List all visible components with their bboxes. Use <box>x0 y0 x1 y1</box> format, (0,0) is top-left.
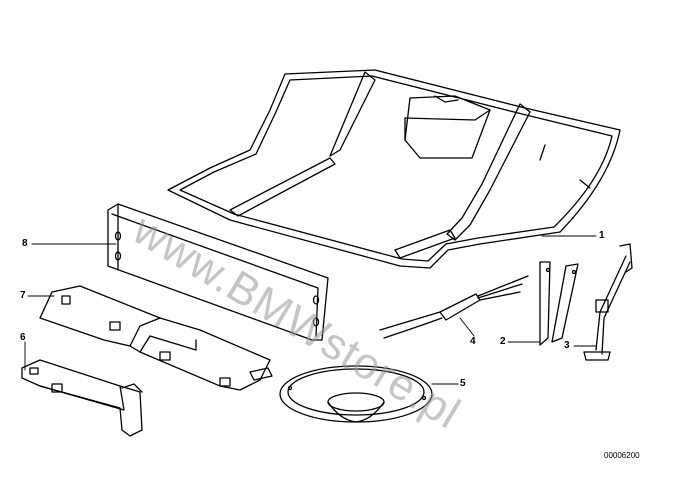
callout-2: 2 <box>500 336 506 347</box>
part-support-arm <box>583 243 633 361</box>
part-code: 00006200 <box>604 451 640 460</box>
part-bracket <box>539 261 579 346</box>
callout-6: 6 <box>20 332 26 343</box>
leader-lines <box>24 235 597 385</box>
part-lower-bracket <box>21 359 143 437</box>
callout-8: 8 <box>22 238 28 249</box>
callout-4: 4 <box>470 336 476 347</box>
callout-1: 1 <box>599 230 605 241</box>
part-speaker <box>279 365 433 423</box>
callout-3: 3 <box>564 340 570 351</box>
part-shelf <box>167 69 621 269</box>
callout-5: 5 <box>460 378 466 389</box>
part-cable <box>379 275 529 339</box>
part-panel <box>107 203 329 341</box>
callout-7: 7 <box>20 290 26 301</box>
part-upper-bracket <box>39 285 273 391</box>
